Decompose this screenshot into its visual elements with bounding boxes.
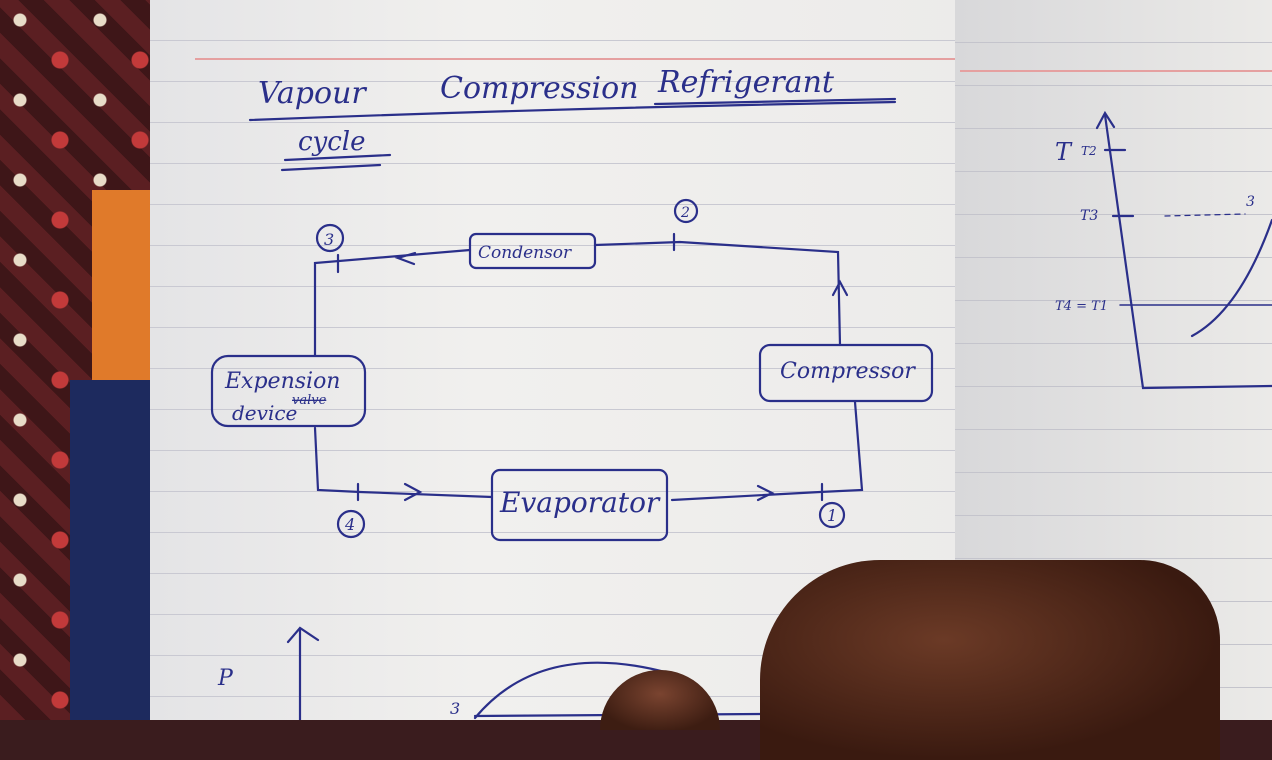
pipe-evaporator-to-expansion bbox=[313, 426, 494, 499]
title-word-compression: Compression bbox=[440, 71, 639, 106]
orange-book-spine bbox=[92, 190, 152, 390]
expansion-struck-word: valve bbox=[292, 393, 327, 408]
arrow-right-expansion bbox=[403, 482, 423, 502]
ts-dash-t3 bbox=[1164, 213, 1246, 217]
ts-axis-label: T bbox=[1055, 138, 1073, 166]
title-word-vapour: Vapour bbox=[258, 76, 367, 111]
condenser-box bbox=[468, 232, 597, 270]
cycle-diagram: Vapour Compression Refrigerant cycle Con… bbox=[210, 65, 1272, 720]
ph-axis-label: P bbox=[217, 666, 234, 691]
ts-axes bbox=[1103, 113, 1272, 390]
pipe-compressor-to-evaporator bbox=[670, 400, 864, 502]
evaporator-box bbox=[490, 468, 669, 542]
margin-line-left bbox=[195, 58, 955, 60]
evaporator-label: Evaporator bbox=[499, 486, 661, 519]
ph-point-3: 3 bbox=[450, 699, 460, 718]
ts-point-3: 3 bbox=[1246, 194, 1255, 210]
title-underline-1 bbox=[248, 100, 897, 122]
title-underline-2 bbox=[653, 97, 897, 106]
expansion-device-box bbox=[210, 354, 367, 428]
state-number-2: 2 bbox=[680, 205, 690, 221]
state-number-1: 1 bbox=[827, 506, 837, 525]
blue-book-spine bbox=[70, 380, 160, 720]
compressor-box bbox=[758, 343, 934, 403]
expansion-label-line2: device bbox=[232, 401, 297, 425]
condenser-label: Condensor bbox=[478, 243, 572, 263]
ph-axis-arrow bbox=[286, 626, 320, 644]
state-circle-4 bbox=[336, 509, 366, 539]
pipe-compressor-to-condenser bbox=[593, 240, 842, 347]
expansion-label-line1: Expension bbox=[224, 369, 340, 394]
pipe-expansion-to-condenser bbox=[313, 248, 472, 357]
state-number-3: 3 bbox=[324, 230, 334, 249]
margin-line-right bbox=[960, 70, 1272, 72]
state-circle-1 bbox=[818, 501, 846, 529]
ts-label-t3: T3 bbox=[1080, 208, 1098, 224]
title-word-refrigerant: Refrigerant bbox=[657, 65, 835, 100]
ts-label-t4-t1: T4 = T1 bbox=[1055, 299, 1108, 314]
state-circle-3 bbox=[315, 223, 345, 253]
arrow-right-evaporator bbox=[756, 484, 775, 502]
ts-curve bbox=[1190, 218, 1272, 338]
state-number-4: 4 bbox=[344, 515, 355, 534]
title-word-cycle: cycle bbox=[298, 127, 366, 157]
state-circle-2 bbox=[673, 198, 699, 224]
pointing-hand bbox=[760, 560, 1220, 760]
cycle-underline-2 bbox=[280, 163, 382, 172]
cycle-underline bbox=[283, 153, 392, 162]
ph-dome bbox=[473, 661, 667, 720]
arrow-left-condenser bbox=[394, 251, 417, 266]
compressor-label: Compressor bbox=[780, 359, 916, 384]
ts-label-t2: T2 bbox=[1081, 144, 1097, 158]
arrow-up-compressor bbox=[831, 279, 849, 297]
ts-axis-arrow bbox=[1095, 110, 1116, 130]
